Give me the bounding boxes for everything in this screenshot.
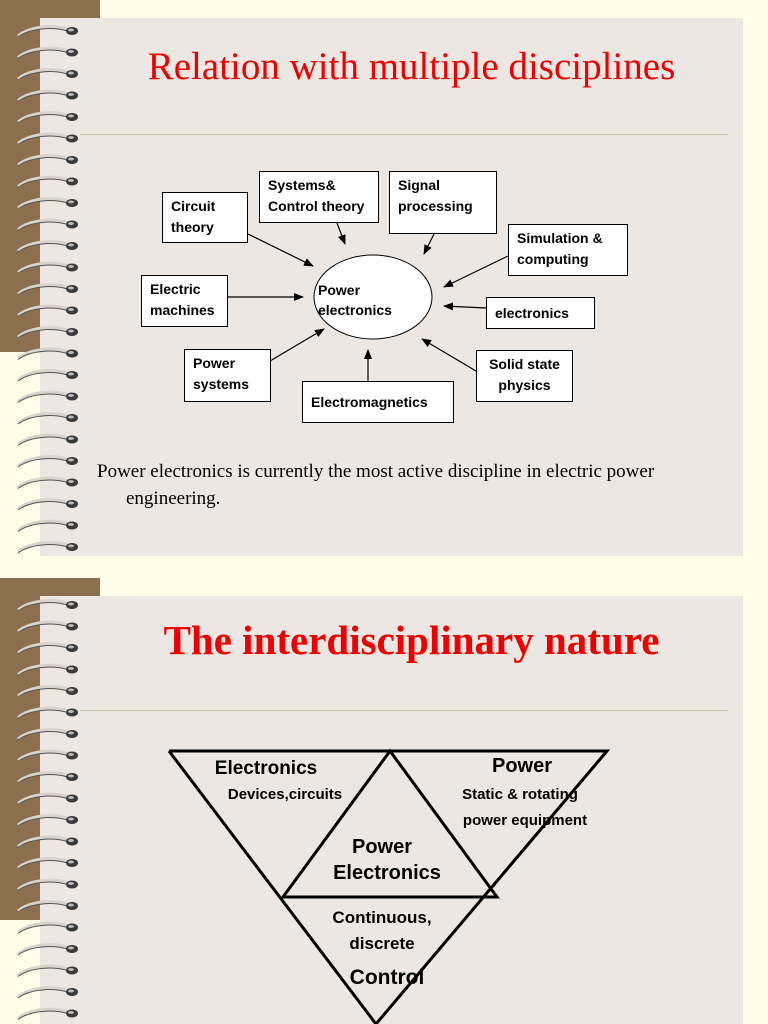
title-divider: [80, 134, 728, 135]
node-systems-control: Systems& Control theory: [259, 171, 379, 223]
node-electric-machines: Electric machines: [141, 275, 228, 327]
control-title: Control: [349, 966, 425, 989]
inner-triangle: [280, 748, 500, 899]
node-label: Power systems: [193, 355, 250, 392]
center-node-label: Power electronics: [318, 282, 392, 318]
slide-title: The interdisciplinary nature: [163, 617, 660, 663]
node-label: Systems& Control theory: [268, 177, 365, 214]
slide-2: The interdisciplinary nature Electronics…: [0, 578, 768, 1024]
body-paragraph: Power electronics is currently the most …: [97, 461, 655, 509]
node-circuit-theory: Circuit theory: [162, 192, 248, 243]
title-divider: [80, 710, 728, 711]
node-label: Simulation & computing: [517, 230, 603, 267]
center-ellipse: [313, 254, 433, 340]
node-label: Circuit theory: [171, 198, 216, 235]
outer-triangle: [169, 749, 611, 1024]
node-electronics: electronics: [486, 297, 595, 329]
control-sub-1: Continuous,: [332, 908, 432, 927]
node-power-systems: Power systems: [184, 349, 271, 402]
node-electromagnetics: Electromagnetics: [302, 381, 454, 423]
node-label: Signal processing: [398, 177, 473, 214]
slide-panel: [40, 596, 743, 1024]
control-sub-2: discrete: [349, 934, 415, 953]
node-label: Electric machines: [150, 281, 215, 318]
spiral-binding-icon: [17, 599, 78, 1020]
node-label: Solid state physics: [489, 356, 560, 393]
node-signal-processing: Signal processing: [389, 171, 497, 234]
node-label: Electromagnetics: [311, 394, 428, 410]
slide-1: Relation with multiple disciplines Circu…: [0, 0, 743, 556]
center-title-2: Electronics: [333, 862, 441, 884]
slide-title: Relation with multiple disciplines: [147, 45, 676, 88]
node-label: electronics: [495, 305, 569, 321]
center-title-1: Power: [351, 836, 413, 858]
electronics-sub: Devices,circuits: [227, 786, 343, 803]
power-title: Power: [491, 755, 553, 777]
electronics-title: Electronics: [214, 758, 318, 779]
power-sub-2: power equipment: [462, 812, 588, 829]
diagram-arrows: [228, 222, 509, 381]
node-simulation: Simulation & computing: [508, 224, 628, 276]
triangle-diagram: [167, 748, 611, 1024]
node-solid-state: Solid state physics: [476, 350, 573, 402]
spiral-binding-icon: [17, 25, 78, 554]
power-sub-1: Static & rotating: [462, 786, 578, 803]
